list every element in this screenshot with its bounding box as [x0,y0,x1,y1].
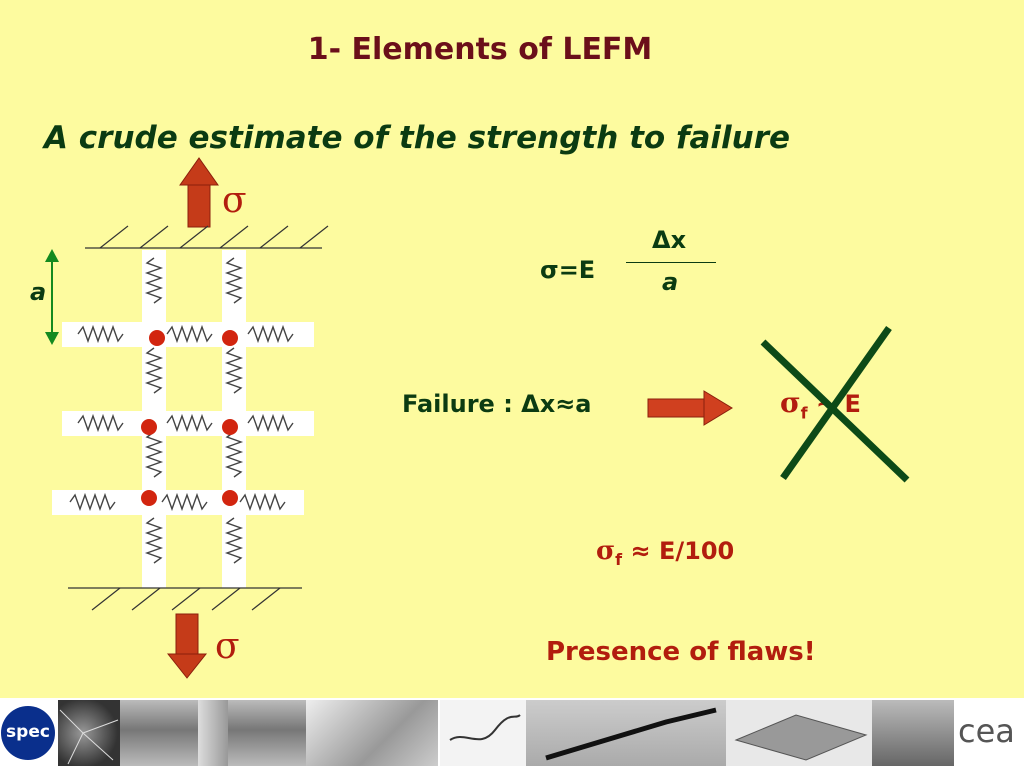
metal-pipe-image [120,700,306,766]
sigma-top-label: σ [222,180,247,221]
spec-logo: spec [0,700,56,766]
result-sigma: σ [596,536,616,566]
crossed-subscript: f [800,403,808,423]
spring-lattice-diagram [45,157,329,679]
top-wall [85,225,329,249]
crack-specimen-image [440,700,526,766]
down-arrow-icon [166,613,208,679]
cross-out-mark [760,325,910,483]
footer-image-strip: spec cea [0,698,1024,768]
fraction-denominator: a [662,268,679,296]
fraction-numerator: Δx [652,226,687,254]
failure-condition: Failure : Δx≈a [402,390,592,418]
crack-propagation-image [526,700,726,766]
strength-result: σf ≈ E/100 [596,536,734,569]
wave-texture-image [872,700,954,766]
result-subscript: f [615,550,623,570]
flaws-note: Presence of flaws! [546,637,816,667]
spacing-label: a [30,278,47,306]
sigma-bottom-label: σ [215,626,240,667]
sigma-equation-lhs: σ=E [540,256,596,284]
fraction-bar [626,262,716,263]
spring-backgrounds [52,250,314,588]
right-arrow-icon [647,390,733,426]
cracked-glass-image [58,700,120,766]
lattice-nodes [141,330,238,506]
slide-subtitle: A crude estimate of the strength to fail… [44,120,791,156]
fracture-surface-image [306,700,438,766]
cea-logo: cea [954,700,1024,766]
up-arrow-icon [179,157,219,228]
bottom-wall [68,587,302,611]
crossed-sigma: σ [780,386,801,419]
spacing-dimension-arrow [45,249,59,345]
surface-plot-image [726,700,872,766]
result-rest: ≈ E/100 [622,537,735,565]
slide-title: 1- Elements of LEFM [307,32,653,67]
